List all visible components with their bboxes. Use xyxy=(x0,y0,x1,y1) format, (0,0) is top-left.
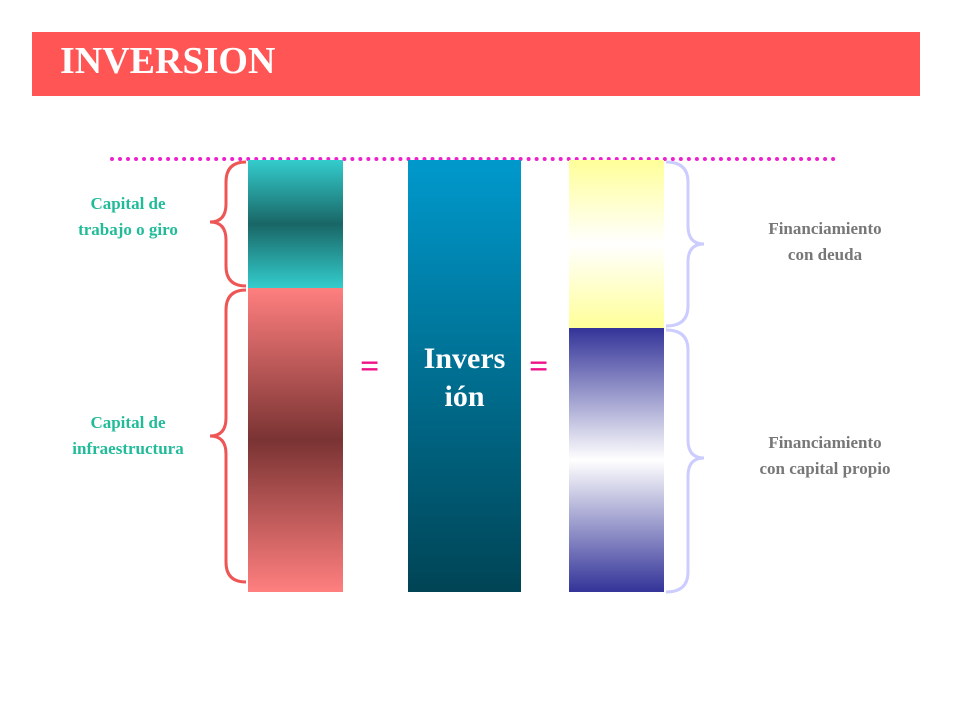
left-brace-infrastructure xyxy=(209,288,247,584)
dotted-top-line xyxy=(110,157,836,161)
page-title: INVERSION xyxy=(60,40,276,82)
investment-bar xyxy=(408,160,521,592)
equity-financing-label: Financiamiento con capital propio xyxy=(759,433,891,478)
title-bar: INVERSION xyxy=(32,32,920,96)
right-brace-equity xyxy=(665,328,705,594)
working-capital-label: Capital de trabajo o giro xyxy=(78,194,178,239)
investment-label: Invers ión xyxy=(423,342,506,413)
infrastructure-capital-label: Capital de infraestructura xyxy=(72,413,184,458)
debt-financing-label: Financiamiento con deuda xyxy=(768,219,882,264)
equals-sign-right: = xyxy=(529,348,549,385)
working-capital-bar xyxy=(248,160,343,288)
equals-sign-left: = xyxy=(360,348,380,385)
right-brace-debt xyxy=(665,160,705,328)
infrastructure-capital-bar xyxy=(248,288,343,592)
debt-financing-bar xyxy=(569,160,664,328)
equity-financing-bar xyxy=(569,328,664,592)
left-brace-working xyxy=(209,160,247,288)
